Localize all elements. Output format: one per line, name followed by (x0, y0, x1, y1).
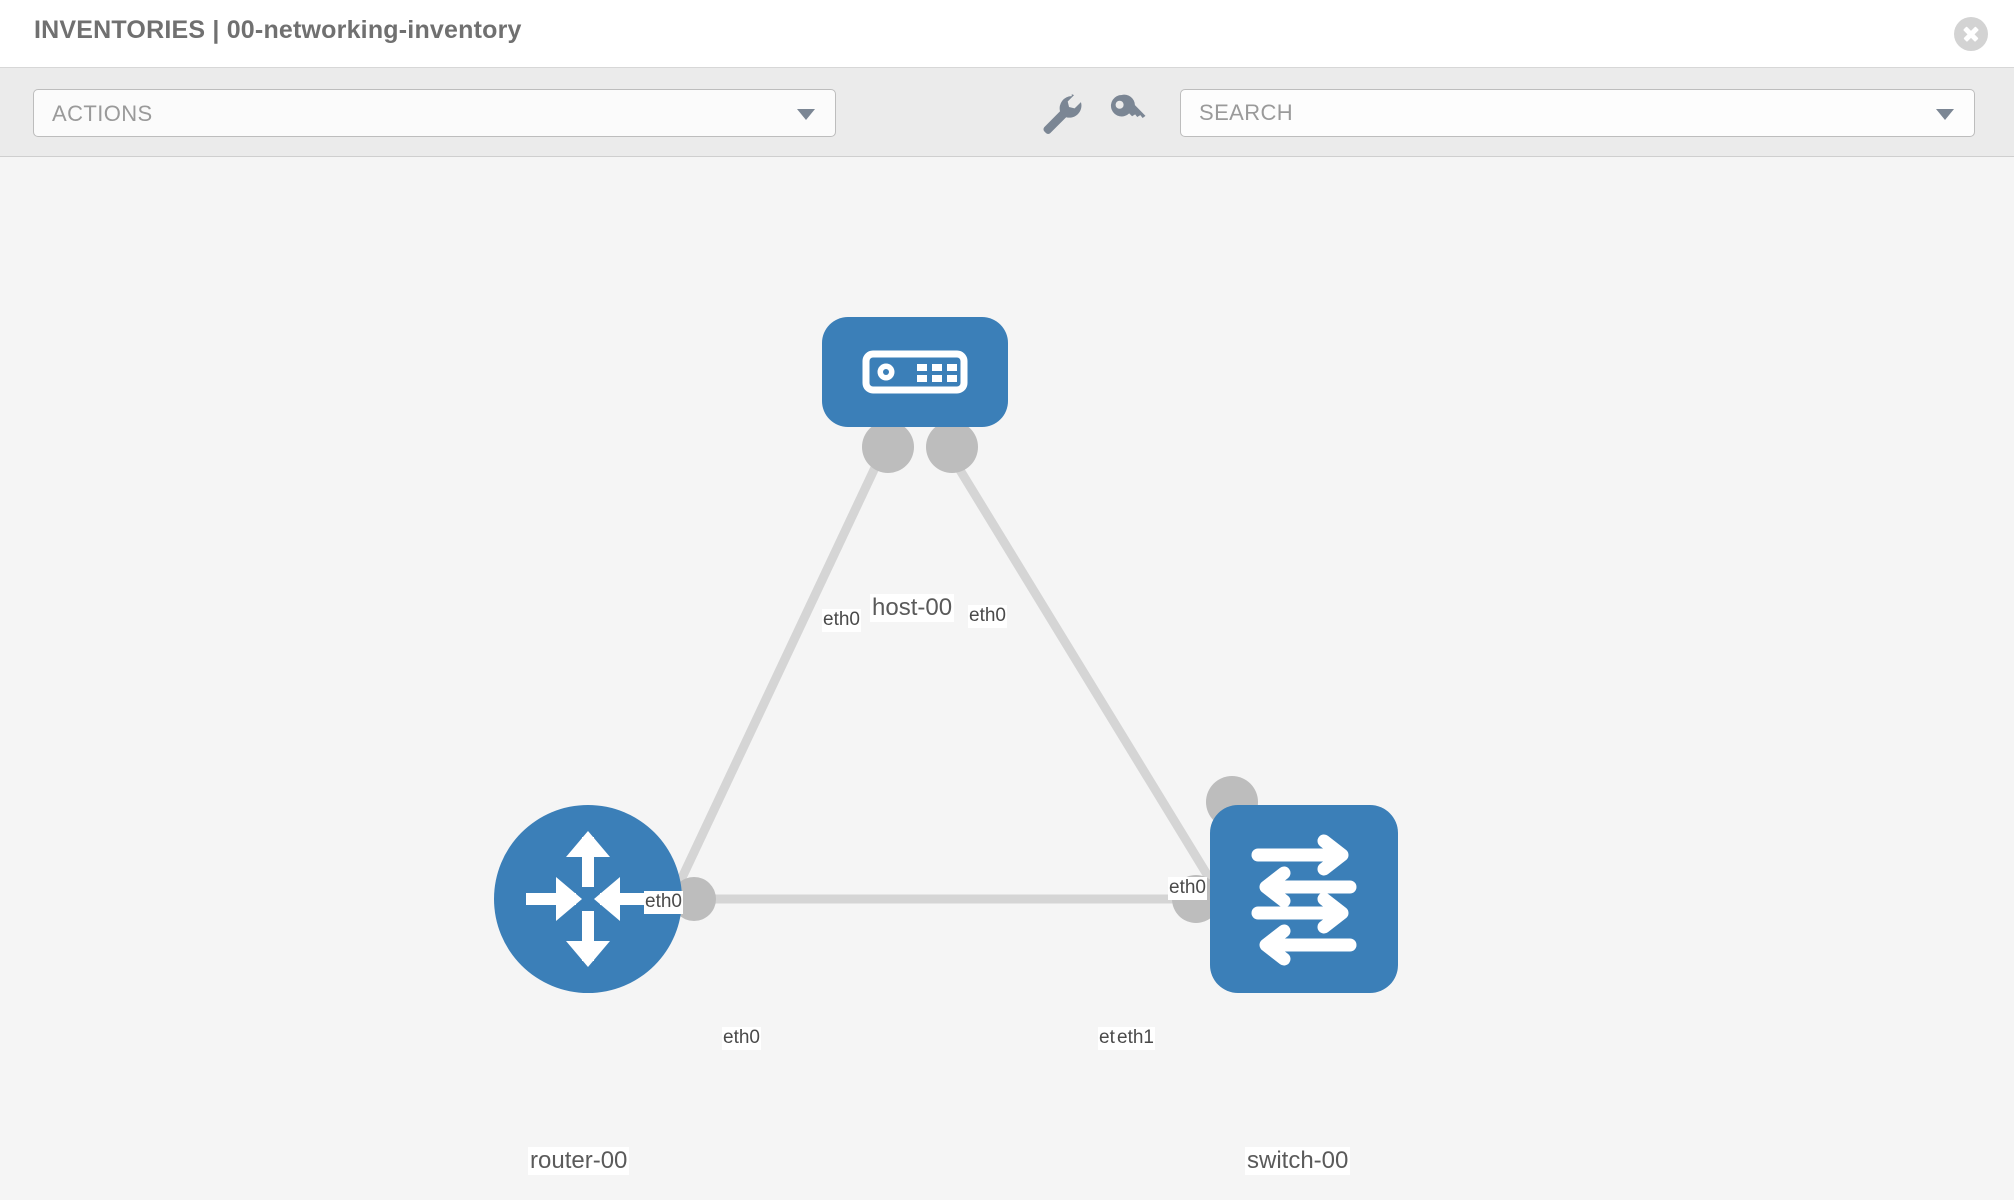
node-label-router-00: router-00 (528, 1147, 630, 1175)
host-icon (822, 317, 1008, 427)
edge-host-switch (948, 454, 1226, 902)
port-router-right (672, 877, 716, 921)
topology-canvas[interactable]: host-00 (0, 157, 2014, 1200)
chevron-down-icon (797, 109, 815, 120)
edge-label-switch-up: eth0 (1168, 877, 1207, 900)
search-input[interactable] (1199, 90, 1899, 136)
node-router-00[interactable] (494, 805, 682, 993)
search-field[interactable] (1180, 89, 1975, 137)
node-host-00[interactable] (822, 317, 1008, 427)
edge-host-router (667, 455, 885, 901)
edge-label-router-up: eth0 (644, 891, 683, 914)
edge-label-switch-side-eth1: eth1 (1116, 1027, 1155, 1050)
edge-label-host-right: eth0 (968, 605, 1007, 628)
page-header: INVENTORIES | 00-networking-inventory (0, 0, 2014, 68)
node-label-host-00: host-00 (870, 594, 955, 622)
edge-label-router-side: eth0 (722, 1027, 761, 1050)
toolbar: ACTIONS (0, 68, 2014, 157)
key-icon[interactable] (1106, 90, 1152, 136)
node-switch-00[interactable] (1210, 805, 1398, 993)
page-title: INVENTORIES | 00-networking-inventory (34, 16, 522, 44)
switch-icon (1210, 805, 1398, 993)
actions-dropdown[interactable]: ACTIONS (33, 89, 836, 137)
topology-edges (667, 454, 1226, 904)
router-icon (494, 805, 682, 993)
topology-ports (672, 421, 1258, 923)
wrench-icon[interactable] (1038, 90, 1084, 136)
port-host-left (862, 421, 914, 473)
port-host-right (926, 421, 978, 473)
close-icon[interactable] (1954, 17, 1988, 51)
search-chevron-down-icon[interactable] (1936, 109, 1954, 120)
actions-dropdown-label: ACTIONS (52, 101, 153, 126)
node-label-switch-00: switch-00 (1245, 1147, 1351, 1175)
topology-graph (667, 421, 1258, 923)
edge-label-host-left: eth0 (822, 609, 861, 632)
